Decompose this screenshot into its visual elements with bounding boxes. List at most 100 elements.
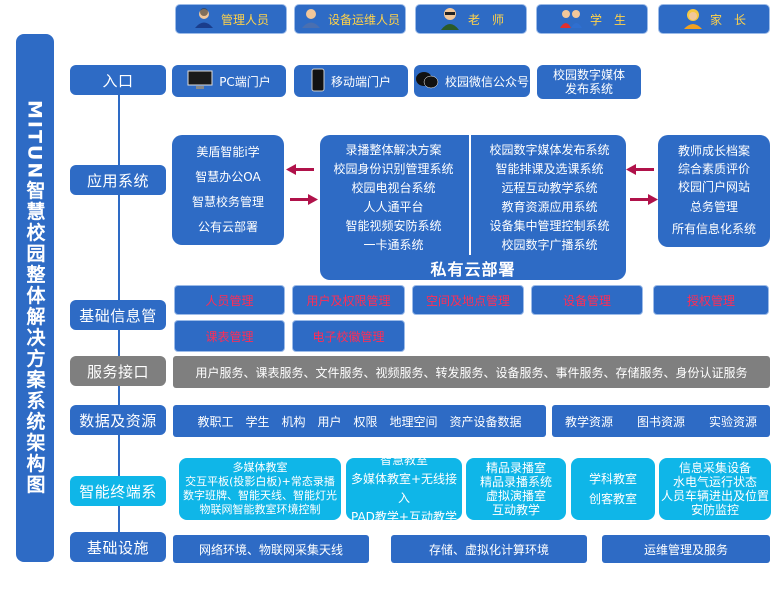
- teacher-icon: [438, 6, 462, 33]
- row-label-service: 服务接口: [70, 356, 166, 386]
- app-item[interactable]: 智能视频安防系统: [345, 219, 442, 233]
- infra-ops: 运维管理及服务: [602, 535, 770, 563]
- technician-icon: [300, 7, 322, 32]
- basic-timetable[interactable]: 课表管理: [174, 320, 285, 352]
- terminal-item[interactable]: 物联网智能教室环境控制: [199, 503, 321, 516]
- terminal-item[interactable]: 创客教室: [588, 492, 637, 506]
- app-item[interactable]: 人人通平台: [363, 200, 424, 214]
- service-list: 用户服务、课表服务、文件服务、视频服务、转发服务、设备服务、事件服务、存储服务、…: [173, 356, 770, 388]
- entry-pc-portal[interactable]: PC端门户: [172, 65, 286, 97]
- student-icon: [558, 7, 584, 32]
- basic-device[interactable]: 设备管理: [531, 285, 643, 315]
- terminal-item[interactable]: 精品录播系统: [479, 475, 552, 489]
- vertical-title: MITUN智慧校园整体解决方案系统架构图: [16, 34, 54, 562]
- terminal-recording: 精品录播室 精品录播系统 虚拟演播室 互动教学: [466, 458, 566, 520]
- terminal-subject: 学科教室 创客教室: [571, 458, 655, 520]
- terminal-item[interactable]: 交互平板(投影白板)+常态录播: [185, 475, 335, 488]
- terminal-smart-classroom: 智慧教室 多媒体教室+无线接入 PAD教学+互动教学: [346, 453, 462, 524]
- app-right-systems: 教师成长档案 综合素质评价 校园门户网站 总务管理 所有信息化系统: [658, 135, 770, 247]
- terminal-item[interactable]: 信息采集设备: [678, 461, 751, 475]
- app-item[interactable]: 智慧办公OA: [195, 170, 261, 184]
- role-label: 家 长: [709, 12, 746, 27]
- flow-arrows: [286, 164, 658, 205]
- role-label: 设备运维人员: [327, 12, 400, 27]
- terminal-item[interactable]: 人员车辆进出及位置: [660, 489, 769, 503]
- terminal-item[interactable]: 虚拟演播室: [485, 489, 546, 503]
- page-title: MITUN智慧校园整体解决方案系统架构图: [23, 100, 46, 496]
- terminal-item[interactable]: PAD教学+互动教学: [351, 510, 457, 524]
- app-item[interactable]: 所有信息化系统: [671, 222, 756, 236]
- entry-label: 移动端门户: [330, 74, 391, 89]
- basic-authorization[interactable]: 授权管理: [653, 285, 769, 315]
- role-maintenance[interactable]: 设备运维人员: [294, 4, 406, 34]
- app-item[interactable]: 校园数字广播系统: [501, 238, 598, 252]
- phone-icon: [311, 68, 325, 95]
- entry-media-publish[interactable]: 校园数字媒体 发布系统: [537, 65, 641, 99]
- wechat-icon: [415, 70, 439, 93]
- row-label-entry: 入口: [70, 65, 166, 95]
- app-private-cloud: 录播整体解决方案 校园身份识别管理系统 校园电视台系统 人人通平台 智能视频安防…: [320, 135, 626, 280]
- terminal-item[interactable]: 智慧教室: [379, 453, 428, 467]
- terminal-item[interactable]: 互动教学: [491, 503, 540, 517]
- basic-space-location[interactable]: 空间及地点管理: [412, 285, 524, 315]
- entry-label: 校园数字媒体 发布系统: [552, 68, 625, 96]
- app-item[interactable]: 一卡通系统: [363, 238, 424, 252]
- role-student[interactable]: 学 生: [536, 4, 648, 34]
- role-label: 管理人员: [220, 12, 269, 27]
- app-item[interactable]: 校园数字媒体发布系统: [489, 143, 610, 157]
- app-item[interactable]: 公有云部署: [197, 220, 258, 234]
- basic-personnel[interactable]: 人员管理: [174, 285, 285, 315]
- row-label-data: 数据及资源: [70, 405, 166, 435]
- app-item[interactable]: 校园身份识别管理系统: [333, 162, 454, 176]
- role-parent[interactable]: 家 长: [658, 4, 770, 34]
- arrow-right-icon: [630, 194, 658, 205]
- role-label: 学 生: [589, 12, 626, 27]
- app-item[interactable]: 校园门户网站: [677, 180, 750, 194]
- entry-label: 校园微信公众号: [444, 74, 529, 89]
- infra-storage: 存储、虚拟化计算环境: [391, 535, 587, 563]
- infra-network: 网络环境、物联网采集天线: [173, 535, 369, 563]
- app-item[interactable]: 校园电视台系统: [351, 181, 436, 195]
- role-admin[interactable]: 管理人员: [175, 4, 287, 34]
- arrow-right-icon: [290, 194, 318, 205]
- app-item[interactable]: 远程互动教学系统: [501, 181, 598, 195]
- monitor-icon: [187, 70, 213, 93]
- entry-mobile-portal[interactable]: 移动端门户: [294, 65, 408, 97]
- terminal-item[interactable]: 数字班牌、智能天线、智能灯光: [183, 489, 337, 502]
- terminal-item[interactable]: 安防监控: [690, 503, 739, 517]
- app-item[interactable]: 总务管理: [689, 200, 738, 214]
- terminal-item[interactable]: 多媒体教室+无线接入: [350, 472, 458, 505]
- terminal-item[interactable]: 多媒体教室: [232, 461, 288, 474]
- role-teacher[interactable]: 老 师: [415, 4, 527, 34]
- basic-e-badge[interactable]: 电子校徽管理: [292, 320, 405, 352]
- row-label-basic: 基础信息管: [70, 300, 166, 330]
- role-label: 老 师: [467, 12, 504, 27]
- basic-user-permission[interactable]: 用户及权限管理: [292, 285, 405, 315]
- terminal-item[interactable]: 精品录播室: [485, 461, 546, 475]
- arrow-left-icon: [286, 164, 314, 175]
- app-item[interactable]: 设备集中管理控制系统: [489, 219, 610, 233]
- admin-icon: [193, 7, 215, 32]
- entry-label: PC端门户: [219, 74, 271, 89]
- app-column-right: 校园数字媒体发布系统 智能排课及选课系统 远程互动教学系统 教育资源应用系统 设…: [473, 135, 626, 255]
- private-cloud-label: 私有云部署: [430, 260, 516, 279]
- app-public-cloud: 美盾智能i学 智慧办公OA 智慧校务管理 公有云部署: [172, 135, 284, 245]
- app-item[interactable]: 智能排课及选课系统: [495, 162, 604, 176]
- entry-wechat[interactable]: 校园微信公众号: [414, 65, 530, 97]
- app-item[interactable]: 教育资源应用系统: [501, 200, 598, 214]
- app-item[interactable]: 智慧校务管理: [191, 195, 264, 209]
- terminal-item[interactable]: 水电气运行状态: [672, 475, 757, 489]
- data-basic: 教职工 学生 机构 用户 权限 地理空间 资产设备数据: [173, 405, 546, 437]
- app-item[interactable]: 教师成长档案: [677, 144, 750, 158]
- row-label-infra: 基础设施: [70, 532, 166, 562]
- arrow-left-icon: [626, 164, 654, 175]
- app-item[interactable]: 综合素质评价: [677, 162, 750, 176]
- data-resources: 教学资源 图书资源 实验资源: [552, 405, 770, 437]
- row-label-terminal: 智能终端系: [70, 476, 166, 506]
- row-label-app: 应用系统: [70, 165, 166, 195]
- app-column-left: 录播整体解决方案 校园身份识别管理系统 校园电视台系统 人人通平台 智能视频安防…: [320, 135, 467, 255]
- app-item[interactable]: 录播整体解决方案: [345, 143, 442, 157]
- app-item[interactable]: 美盾智能i学: [196, 145, 260, 159]
- terminal-multimedia: 多媒体教室 交互平板(投影白板)+常态录播 数字班牌、智能天线、智能灯光 物联网…: [179, 458, 341, 520]
- terminal-item[interactable]: 学科教室: [588, 472, 637, 486]
